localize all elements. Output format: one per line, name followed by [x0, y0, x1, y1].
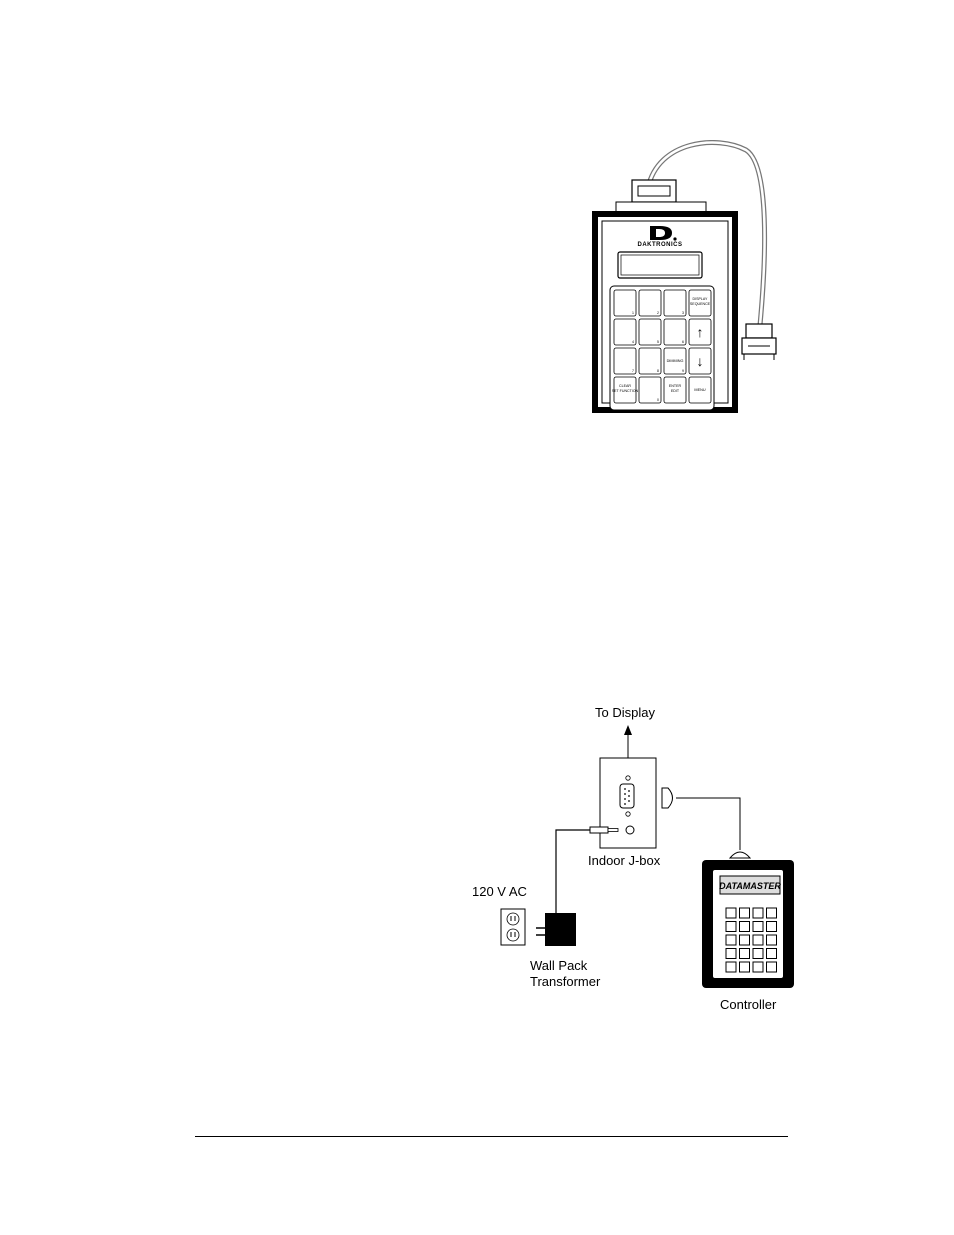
power-wire — [555, 829, 590, 913]
key-number: 6 — [682, 340, 684, 344]
keypad-key-k6[interactable] — [663, 318, 687, 346]
to-display-label: To Display — [595, 705, 655, 720]
controller-cable-line — [676, 797, 741, 850]
keypad-key-k-enter[interactable] — [663, 376, 687, 404]
keypad-key-k0[interactable] — [638, 376, 662, 404]
controller-screen — [719, 875, 781, 895]
keypad-key-k5[interactable] — [638, 318, 662, 346]
key-number: 3 — [682, 311, 684, 315]
power-jack — [625, 825, 635, 835]
lcd-screen — [617, 251, 703, 279]
transformer-label-line2: Transformer — [530, 974, 601, 989]
controller-key — [725, 921, 737, 932]
controller-key — [725, 934, 737, 946]
keypad-key-k7[interactable] — [613, 347, 637, 375]
controller-key — [739, 921, 750, 932]
controller-key — [725, 961, 737, 973]
key-number: 9 — [682, 369, 684, 373]
key-number: 7 — [632, 369, 634, 373]
controller-key — [766, 907, 777, 919]
key-number: 5 — [657, 340, 659, 344]
arrow-key-icon: ↑ — [697, 324, 704, 340]
keypad-key-k-menu[interactable] — [688, 376, 712, 404]
key-label: SET FUNCTION — [612, 389, 639, 393]
controller-dome-connector — [728, 851, 752, 859]
key-label: MENU — [694, 388, 705, 392]
wall-pack-transformer — [545, 913, 576, 946]
key-label: DISPLAY — [693, 297, 709, 301]
controller-key — [739, 907, 750, 919]
controller-key — [752, 921, 764, 932]
brand-text: DAKTRONICS — [638, 242, 683, 248]
controller-key — [725, 907, 737, 919]
keypad-key-k-down[interactable] — [688, 347, 712, 375]
keypad-key-k4[interactable] — [613, 318, 637, 346]
key-number: 8 — [657, 369, 659, 373]
keypad-key-k8[interactable] — [638, 347, 662, 375]
key-label: SEQUENCE — [690, 302, 711, 306]
keypad-key-k-dimming[interactable] — [663, 347, 687, 375]
controller-label: Controller — [720, 997, 777, 1012]
keypad-key-k1[interactable] — [613, 289, 637, 317]
controller-key — [752, 948, 764, 959]
transformer-label-line1: Wall Pack — [530, 958, 588, 973]
key-label: ENTER — [669, 384, 682, 388]
controller-key — [752, 961, 764, 973]
keypad-key-k2[interactable] — [638, 289, 662, 317]
jbox-dome-connector — [661, 787, 673, 809]
daktronics-logo-icon — [650, 226, 677, 241]
controller-key — [752, 934, 764, 946]
keypad-key-k3[interactable] — [663, 289, 687, 317]
power-label: 120 V AC — [472, 884, 527, 899]
controller-key — [725, 948, 737, 959]
keypad-key-k-up[interactable] — [688, 318, 712, 346]
controller-key — [739, 934, 750, 946]
key-number: 2 — [657, 311, 659, 315]
footer-rule — [195, 1136, 788, 1137]
controller-screen-text: DATAMASTER — [719, 881, 781, 891]
controller-key — [766, 921, 777, 932]
db9-port — [619, 783, 635, 809]
key-label: DIMMING — [667, 359, 684, 363]
keypad-key-k-clear[interactable] — [613, 376, 637, 404]
controller-key — [739, 948, 750, 959]
cable-end-connector — [745, 323, 773, 339]
jbox-label: Indoor J-box — [588, 853, 661, 868]
key-number: 0 — [657, 398, 659, 402]
key-label: EDIT — [671, 389, 680, 393]
arrow-key-icon: ↓ — [697, 353, 704, 369]
key-label: CLEAR — [619, 384, 631, 388]
controller-key — [766, 961, 777, 973]
controller-key — [766, 934, 777, 946]
controller-key — [739, 961, 750, 973]
key-number: 1 — [632, 311, 634, 315]
wiring-diagram: DATAMASTER — [500, 725, 794, 988]
key-number: 4 — [632, 340, 634, 344]
controller-key — [752, 907, 764, 919]
controller-key — [766, 948, 777, 959]
keypad-key-k-display-seq[interactable] — [688, 289, 712, 317]
